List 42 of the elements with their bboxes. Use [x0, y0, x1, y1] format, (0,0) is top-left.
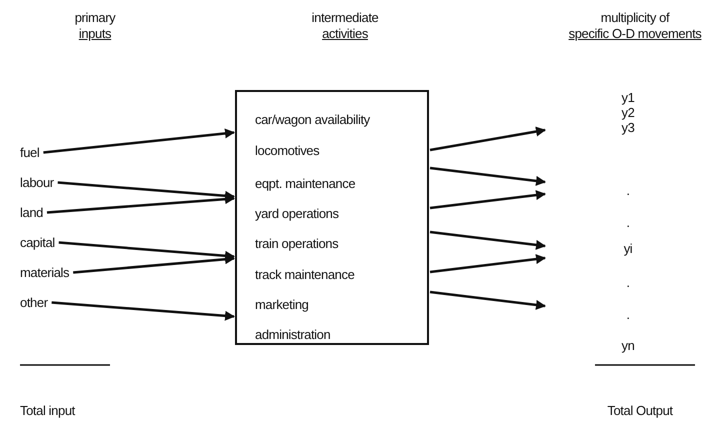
ellipsis-dot: .	[626, 307, 630, 322]
column-heading: multiplicity of	[600, 10, 670, 25]
arrow	[430, 290, 546, 310]
activity-text: yard operations	[255, 206, 339, 221]
arrow	[430, 254, 546, 274]
column-heading: activities	[322, 26, 368, 41]
column-heading: specific O-D movements	[568, 26, 702, 41]
arrow	[73, 254, 235, 274]
input-label: fuel	[20, 145, 40, 160]
arrow	[46, 194, 235, 214]
activity-text: locomotives	[255, 143, 320, 158]
output-label: yi	[624, 241, 632, 256]
output-label: y3	[622, 120, 634, 135]
arrow	[430, 166, 546, 186]
input-label: land	[20, 205, 43, 220]
column-heading: intermediate	[312, 10, 378, 25]
column-heading: inputs	[78, 26, 112, 41]
output-label: y1	[622, 90, 634, 105]
input-label: labour	[20, 175, 54, 190]
ellipsis-dot: .	[626, 183, 630, 198]
total-label: Total Output	[607, 403, 673, 418]
arrow	[430, 230, 546, 250]
activity-text: train operations	[255, 236, 338, 251]
arrow	[43, 128, 235, 154]
input-label: capital	[20, 235, 55, 250]
activity-text: administration	[255, 327, 330, 342]
arrow	[430, 126, 546, 152]
input-label: materials	[20, 265, 70, 280]
input-label: other	[20, 295, 48, 310]
activities-box	[235, 90, 429, 345]
column-heading: primary	[74, 10, 116, 25]
ellipsis-dot: .	[626, 215, 630, 230]
activity-text: marketing	[255, 297, 308, 312]
ellipsis-dot: .	[626, 275, 630, 290]
output-label: yn	[622, 338, 634, 353]
arrow	[52, 301, 235, 321]
activity-text: eqpt. maintenance	[255, 176, 356, 191]
arrow	[430, 190, 546, 210]
activity-text: car/wagon availability	[255, 112, 370, 127]
activity-text: track maintenance	[255, 267, 354, 282]
output-label: y2	[622, 105, 634, 120]
total-label: Total input	[20, 403, 75, 418]
